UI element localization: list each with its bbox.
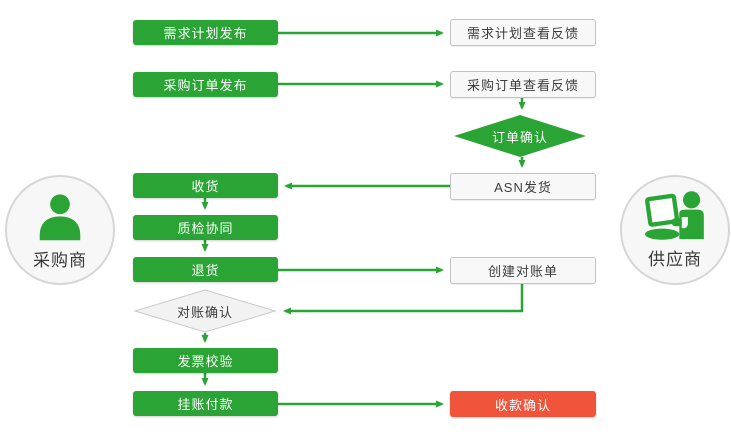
- node-label: 质检协同: [177, 221, 234, 236]
- node-demand-plan-feedback: 需求计划查看反馈: [450, 19, 596, 46]
- node-label: 挂账付款: [177, 397, 234, 412]
- node-label: 采购订单查看反馈: [466, 78, 579, 93]
- node-label: 需求计划发布: [163, 26, 248, 41]
- diamond-shape: [454, 115, 586, 157]
- node-reconciliation-confirm-diamond: 对账确认: [133, 289, 277, 333]
- node-label: 收货: [191, 179, 220, 194]
- actor-supplier-label: 供应商: [648, 250, 702, 269]
- node-invoice-verification: 发票校验: [133, 348, 278, 373]
- node-label: 订单确认: [491, 129, 548, 145]
- node-purchase-order-feedback: 采购订单查看反馈: [450, 71, 596, 98]
- node-book-payment: 挂账付款: [133, 391, 278, 416]
- node-quality-collaboration: 质检协同: [133, 215, 278, 240]
- actor-buyer: 采购商: [5, 175, 115, 285]
- node-receive-goods: 收货: [133, 173, 278, 198]
- actor-supplier: 供应商: [620, 175, 730, 285]
- node-label: 采购订单发布: [163, 78, 248, 93]
- node-order-confirm-diamond: 订单确认: [454, 115, 586, 157]
- node-create-statement: 创建对账单: [450, 257, 596, 284]
- actor-buyer-label: 采购商: [33, 251, 87, 270]
- person-icon: [39, 194, 81, 241]
- node-demand-plan-publish: 需求计划发布: [133, 20, 278, 45]
- node-label: 需求计划查看反馈: [466, 26, 579, 41]
- node-label: 收款确认: [494, 397, 551, 413]
- node-label: 发票校验: [177, 354, 234, 369]
- node-label: 对账确认: [176, 304, 233, 320]
- node-label: 创建对账单: [487, 264, 558, 279]
- person-laptop-icon: [644, 191, 704, 240]
- node-label: ASN发货: [494, 180, 552, 195]
- node-asn-shipping: ASN发货: [450, 173, 596, 200]
- connector-statement-to-reconciliation: [283, 284, 524, 315]
- node-label: 退货: [191, 263, 220, 278]
- node-payment-receipt-confirm: 收款确认: [450, 391, 596, 417]
- node-purchase-order-publish: 采购订单发布: [133, 72, 278, 97]
- node-return-goods: 退货: [133, 257, 278, 282]
- diamond-shape: [133, 289, 277, 333]
